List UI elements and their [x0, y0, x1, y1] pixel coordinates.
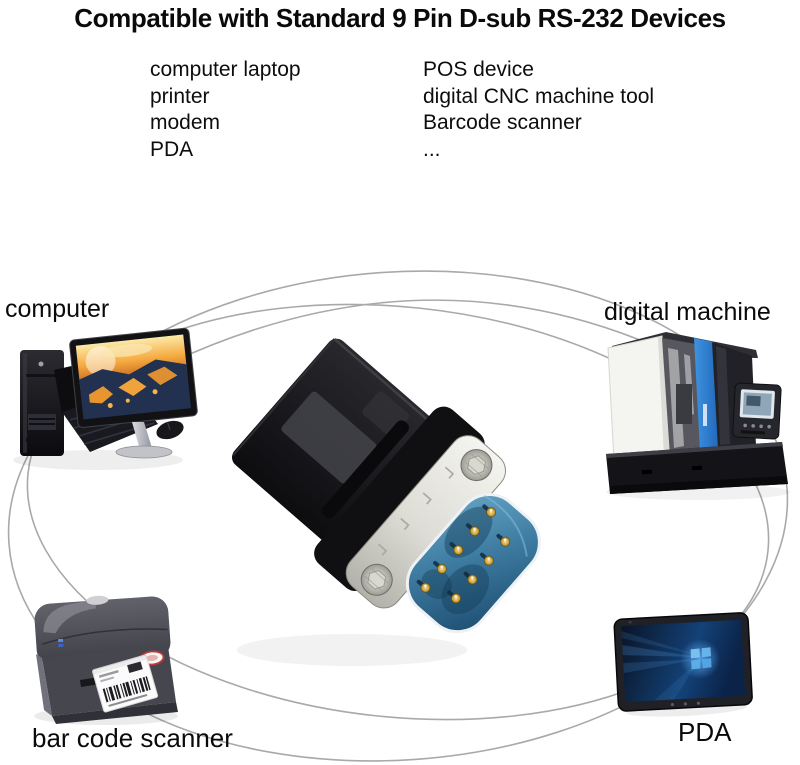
flange-reflection-marks	[377, 466, 455, 556]
computer-illustration	[13, 327, 198, 470]
jack-screw	[360, 563, 393, 596]
barcode-printer-illustration	[34, 595, 178, 725]
control-panel	[732, 382, 782, 440]
monitor	[69, 327, 198, 428]
list-item: modem	[150, 111, 221, 134]
cnc-machine-illustration	[606, 332, 790, 500]
jack-screw	[460, 449, 493, 482]
connector-shadow	[237, 634, 467, 666]
list-item: ...	[423, 137, 441, 161]
page-title: Compatible with Standard 9 Pin D-sub RS-…	[74, 3, 726, 33]
label-pda: PDA	[678, 717, 732, 747]
label-computer: computer	[5, 295, 110, 323]
connection-curves	[7, 270, 789, 762]
list-item: computer laptop	[150, 58, 301, 81]
list-item: digital CNC machine tool	[423, 84, 655, 108]
list-item: PDA	[150, 137, 194, 161]
label-digital-machine: digital machine	[604, 298, 771, 326]
printed-label	[92, 654, 159, 713]
label-barcode-scanner: bar code scanner	[32, 723, 233, 753]
compatibility-list-right: POS device digital CNC machine tool Barc…	[423, 57, 654, 163]
list-item: POS device	[423, 58, 534, 81]
mouse	[156, 420, 184, 440]
compatibility-list-left: computer laptop printer modem PDA	[150, 57, 301, 163]
gold-pins	[416, 504, 511, 604]
list-item: Barcode scanner	[423, 111, 582, 134]
list-item: printer	[150, 84, 210, 108]
windows-logo	[690, 647, 712, 670]
db9-male-connector-photo	[232, 337, 541, 634]
pda-tablet-illustration	[613, 612, 753, 717]
